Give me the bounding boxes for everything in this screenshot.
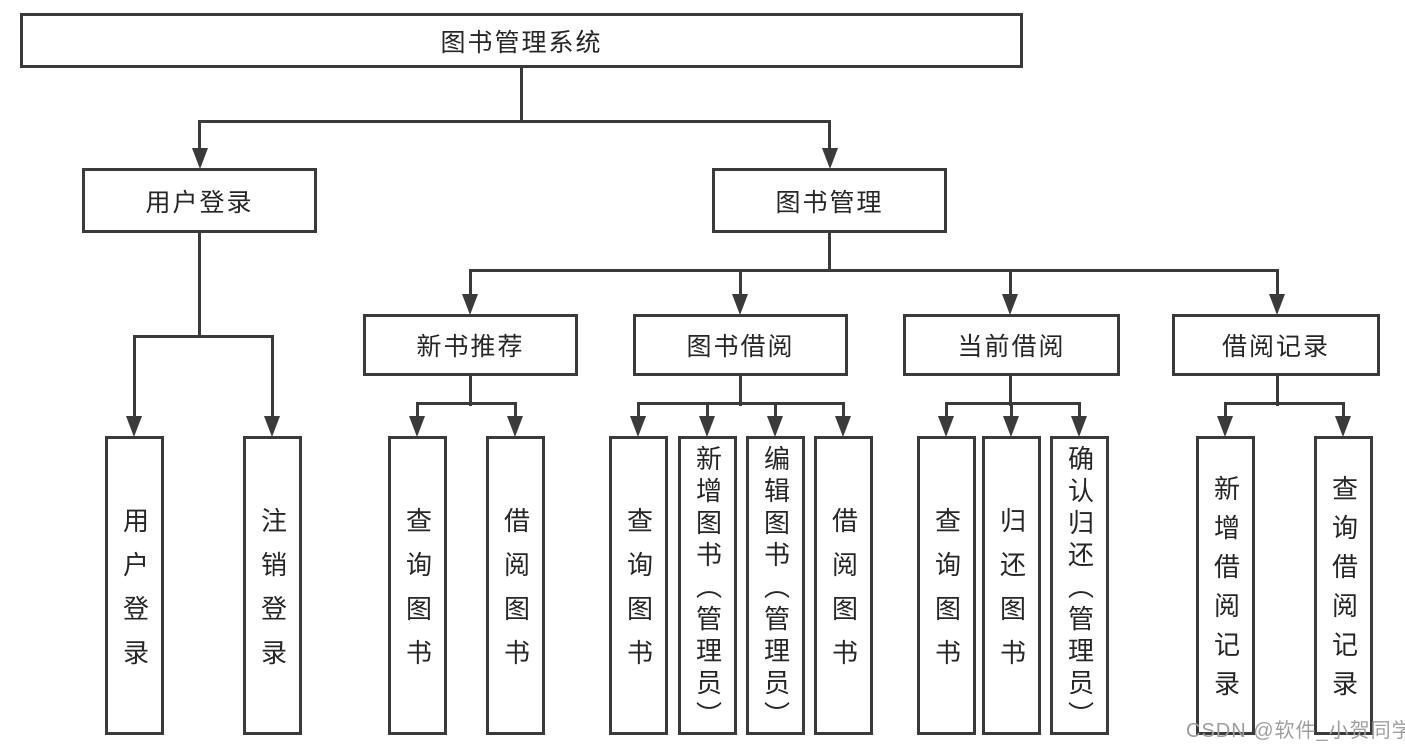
connector-line: [1009, 374, 1012, 406]
arrowhead: [1002, 294, 1018, 315]
node-borrowing-records: 借阅记录: [1172, 314, 1380, 376]
node-label: 用户登录: [145, 188, 254, 217]
arrowhead: [835, 416, 851, 437]
connector-line: [1276, 374, 1279, 406]
arrowhead: [1335, 416, 1351, 437]
connector-line: [842, 402, 845, 418]
arrowhead: [732, 294, 748, 315]
connector-group-split: [637, 402, 845, 405]
node-user-login: 用户登录: [82, 168, 317, 233]
leaf-label: 借阅图书: [828, 506, 859, 683]
arrowhead: [822, 148, 838, 169]
connector-line: [828, 120, 831, 150]
node-new-book-recommendation: 新书推荐: [363, 314, 578, 376]
leaf-label: 注销登录: [257, 506, 288, 683]
connector-line: [469, 269, 472, 296]
node-label: 新书推荐: [416, 333, 525, 361]
connector-user-login-split: [133, 335, 274, 338]
node-library-management-system: 图书管理系统: [20, 13, 1023, 68]
arrowhead: [938, 416, 954, 437]
connector-user-login-stem: [198, 231, 201, 337]
connector-line: [637, 402, 640, 418]
leaf-confirm-return-admin: 确认归还（管理员）: [1050, 436, 1109, 735]
connector-line: [1276, 269, 1279, 296]
leaf-query-books-recommend: 查询图书: [388, 436, 447, 735]
arrowhead: [1003, 416, 1019, 437]
leaf-edit-books-admin: 编辑图书（管理员）: [746, 436, 805, 735]
connector-root-stem: [520, 66, 523, 122]
connector-line: [1342, 402, 1345, 418]
arrowhead: [767, 416, 783, 437]
leaf-borrow-books: 借阅图书: [814, 436, 873, 735]
arrowhead: [507, 416, 523, 437]
leaf-add-books-admin: 新增图书（管理员）: [678, 436, 737, 735]
connector-line: [133, 335, 136, 417]
arrowhead: [699, 416, 715, 437]
leaf-logout: 注销登录: [243, 436, 302, 735]
leaf-return-books: 归还图书: [982, 436, 1041, 735]
connector-group-split: [1224, 402, 1345, 405]
connector-line: [1009, 269, 1012, 296]
arrowhead: [264, 416, 280, 437]
connector-line: [1224, 402, 1227, 418]
connector-level3-split: [469, 269, 1279, 272]
leaf-user-login: 用户登录: [105, 436, 164, 735]
leaf-query-borrow-record: 查询借阅记录: [1314, 436, 1373, 735]
connector-line: [198, 120, 201, 150]
arrowhead: [630, 416, 646, 437]
connector-line: [945, 402, 948, 418]
leaf-label: 归还图书: [996, 506, 1027, 683]
leaf-borrow-books-recommend: 借阅图书: [486, 436, 545, 735]
watermark: CSDN @软件_小贺同学: [1186, 720, 1405, 742]
leaf-label: 新增图书（管理员）: [692, 445, 723, 733]
connector-group-split: [416, 402, 517, 405]
connector-group-split: [945, 402, 1081, 405]
connector-book-management-stem: [828, 231, 831, 271]
leaf-label: 查询借阅记录: [1328, 475, 1359, 709]
connector-level1-split: [198, 120, 831, 123]
connector-line: [739, 269, 742, 296]
leaf-label: 借阅图书: [500, 506, 531, 683]
root-label: 图书管理系统: [440, 28, 603, 57]
node-label: 当前借阅: [957, 333, 1066, 361]
node-label: 图书借阅: [686, 333, 795, 361]
leaf-label: 确认归还（管理员）: [1064, 445, 1095, 733]
connector-line: [514, 402, 517, 418]
leaf-add-borrow-record: 新增借阅记录: [1196, 436, 1255, 735]
connector-line: [416, 402, 419, 418]
leaf-label: 查询图书: [931, 506, 962, 683]
leaf-label: 查询图书: [402, 506, 433, 683]
arrowhead: [409, 416, 425, 437]
connector-line: [1010, 402, 1013, 418]
connector-line: [469, 374, 472, 406]
connector-line: [1078, 402, 1081, 418]
arrowhead: [462, 294, 478, 315]
leaf-label: 编辑图书（管理员）: [760, 445, 791, 733]
connector-line: [271, 335, 274, 417]
connector-line: [706, 402, 709, 418]
leaf-query-books-current: 查询图书: [917, 436, 976, 735]
arrowhead: [1217, 416, 1233, 437]
node-label: 图书管理: [775, 188, 884, 217]
leaf-label: 新增借阅记录: [1210, 475, 1241, 709]
arrowhead: [126, 416, 142, 437]
connector-line: [739, 374, 742, 406]
node-label: 借阅记录: [1221, 333, 1330, 361]
arrowhead: [1071, 416, 1087, 437]
arrowhead: [1269, 294, 1285, 315]
leaf-label: 查询图书: [623, 506, 654, 683]
node-current-borrowing: 当前借阅: [903, 314, 1120, 376]
leaf-query-books-borrow: 查询图书: [609, 436, 668, 735]
connector-line: [774, 402, 777, 418]
node-book-management: 图书管理: [712, 168, 947, 233]
leaf-label: 用户登录: [119, 506, 150, 683]
arrowhead: [192, 148, 208, 169]
node-book-borrowing: 图书借阅: [633, 314, 848, 376]
